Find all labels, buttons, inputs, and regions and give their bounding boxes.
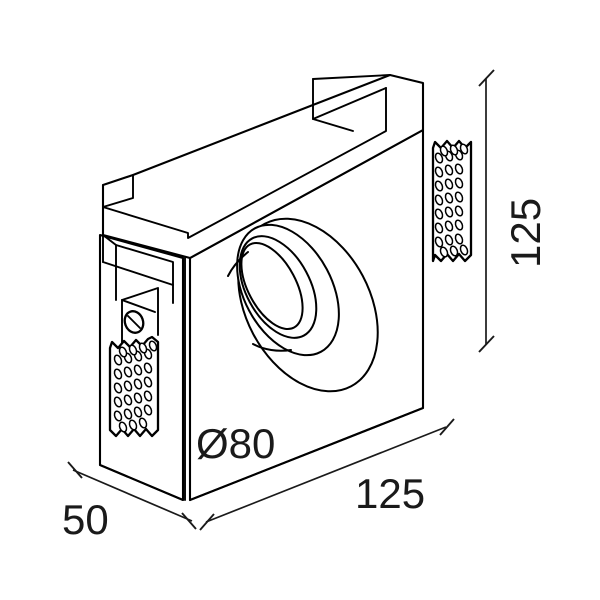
clip-left-bracket-edge (121, 299, 156, 313)
dim-width-label: 125 (355, 470, 425, 517)
dimension-height: 125 (478, 69, 549, 353)
spring-clip-right (431, 139, 473, 263)
trim-left-underside (102, 174, 134, 208)
trim-top-surface (101, 73, 425, 260)
dim-width-line (205, 426, 447, 523)
dimension-aperture: Ø80 (196, 420, 275, 467)
dim-aperture-label: Ø80 (196, 420, 275, 467)
cone-aperture (227, 217, 379, 393)
housing-bottom-edges (99, 407, 424, 501)
bottom-edge-right (189, 407, 424, 501)
clip-left-perforations (113, 340, 158, 433)
trim-flange (101, 73, 425, 304)
dim-width-tick-left (199, 513, 215, 531)
dim-height-label: 125 (502, 198, 549, 268)
dim-depth-tick-left (67, 461, 83, 479)
dimension-depth: 50 (62, 461, 197, 543)
aperture-taper-line-bottom (252, 343, 292, 352)
spring-clip-left (108, 287, 160, 438)
trim-inner-edge (102, 87, 387, 239)
trim-skirt-bottom (102, 261, 174, 286)
dim-height-tick-top (478, 69, 495, 87)
dimension-width: 125 (199, 418, 455, 531)
trim-rear-inner (312, 87, 387, 120)
aperture-ring-inner (240, 241, 304, 331)
aperture-taper-line-top (227, 251, 249, 277)
trim-skirt-inner (115, 244, 174, 304)
dim-depth-tick-right (181, 512, 197, 530)
bottom-edge-left (99, 464, 184, 501)
dim-width-tick-right (439, 418, 455, 436)
trim-rear-top (312, 74, 391, 80)
dim-height-tick-bottom (478, 335, 495, 353)
dim-depth-label: 50 (62, 496, 109, 543)
clip-left-screw-slot (127, 315, 141, 329)
clip-right-perforations (434, 143, 469, 258)
dim-depth-line (72, 469, 193, 522)
